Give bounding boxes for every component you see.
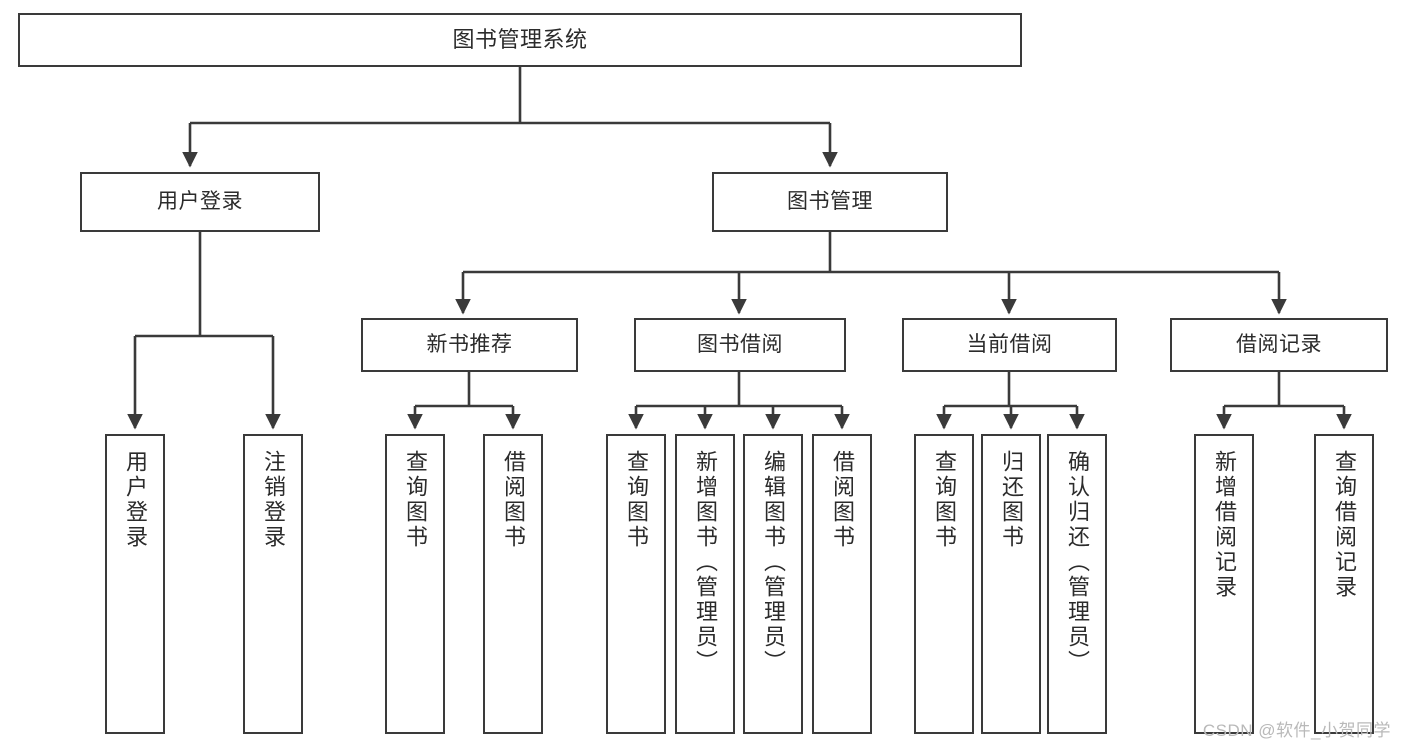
leaf-return-book[interactable]: 归还图书 bbox=[981, 434, 1041, 734]
node-label: 归还图书 bbox=[999, 450, 1024, 550]
node-label: 用户登录 bbox=[157, 190, 243, 214]
leaf-edit-book-admin[interactable]: 编辑图书（管理员） bbox=[743, 434, 803, 734]
node-label: 新增图书（管理员） bbox=[693, 450, 718, 675]
leaf-logout[interactable]: 注销登录 bbox=[243, 434, 303, 734]
node-label: 当前借阅 bbox=[966, 333, 1053, 357]
node-label: 编辑图书（管理员） bbox=[761, 450, 786, 675]
node-label: 新书推荐 bbox=[426, 333, 513, 357]
node-label: 查询图书 bbox=[624, 450, 649, 550]
node-label: 图书管理 bbox=[787, 190, 873, 214]
node-label: 借阅记录 bbox=[1236, 333, 1322, 357]
node-book-borrow[interactable]: 图书借阅 bbox=[634, 318, 846, 372]
leaf-query-book-recommend[interactable]: 查询图书 bbox=[385, 434, 445, 734]
node-label: 用户登录 bbox=[123, 450, 148, 550]
leaf-query-borrow-record[interactable]: 查询借阅记录 bbox=[1314, 434, 1374, 734]
leaf-query-book-borrow[interactable]: 查询图书 bbox=[606, 434, 666, 734]
node-label: 注销登录 bbox=[261, 450, 286, 550]
node-book-management[interactable]: 图书管理 bbox=[712, 172, 948, 232]
node-label: 图书借阅 bbox=[697, 333, 783, 357]
node-root-system[interactable]: 图书管理系统 bbox=[18, 13, 1022, 67]
csdn-watermark: CSDN @软件_小贺同学 bbox=[1202, 721, 1391, 740]
leaf-query-book-current[interactable]: 查询图书 bbox=[914, 434, 974, 734]
node-new-book-recommend[interactable]: 新书推荐 bbox=[361, 318, 578, 372]
node-user-login[interactable]: 用户登录 bbox=[80, 172, 320, 232]
node-label: 图书管理系统 bbox=[452, 26, 588, 52]
node-current-borrow[interactable]: 当前借阅 bbox=[902, 318, 1117, 372]
leaf-borrow-book[interactable]: 借阅图书 bbox=[812, 434, 872, 734]
node-label: 查询图书 bbox=[932, 450, 957, 550]
leaf-borrow-book-recommend[interactable]: 借阅图书 bbox=[483, 434, 543, 734]
leaf-add-book-admin[interactable]: 新增图书（管理员） bbox=[675, 434, 735, 734]
node-label: 借阅图书 bbox=[501, 450, 526, 550]
leaf-confirm-return-admin[interactable]: 确认归还（管理员） bbox=[1047, 434, 1107, 734]
node-label: 新增借阅记录 bbox=[1212, 450, 1237, 600]
leaf-add-borrow-record[interactable]: 新增借阅记录 bbox=[1194, 434, 1254, 734]
leaf-user-login[interactable]: 用户登录 bbox=[105, 434, 165, 734]
node-label: 查询图书 bbox=[403, 450, 428, 550]
node-label: 确认归还（管理员） bbox=[1065, 450, 1090, 675]
node-label: 借阅图书 bbox=[830, 450, 855, 550]
node-borrow-record[interactable]: 借阅记录 bbox=[1170, 318, 1388, 372]
node-label: 查询借阅记录 bbox=[1332, 450, 1357, 600]
